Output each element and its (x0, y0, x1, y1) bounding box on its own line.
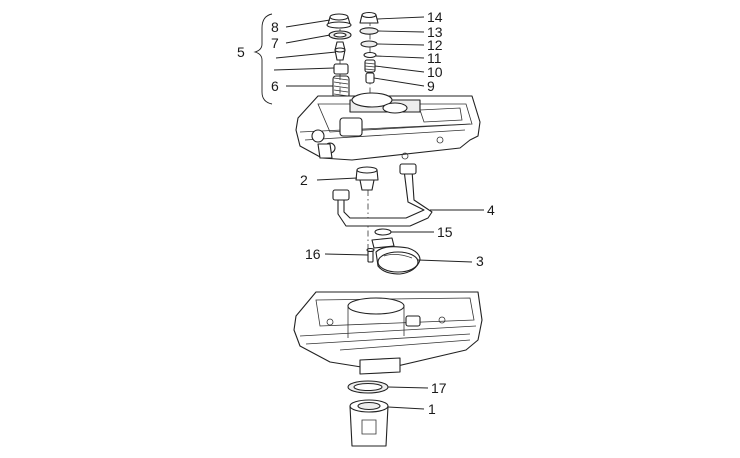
fitting-part-2 (355, 166, 379, 191)
group-bracket (253, 13, 273, 105)
callout-6: 6 (271, 78, 279, 94)
oil-sump (293, 291, 483, 375)
washer-part-13 (359, 27, 379, 35)
callout-16: 16 (305, 246, 321, 262)
oil-tube-part-4 (332, 163, 433, 227)
gasket-part-17 (347, 380, 389, 394)
leader-lines (273, 16, 484, 410)
callout-4: 4 (487, 202, 495, 218)
callout-15: 15 (437, 224, 453, 240)
valve-piston-part (334, 41, 346, 61)
washer-part-12 (360, 40, 378, 48)
callout-12: 12 (427, 37, 443, 53)
callout-7: 7 (271, 35, 279, 51)
screw-part-16 (366, 247, 375, 263)
ring-part-11 (363, 51, 377, 59)
callout-17: 17 (431, 380, 447, 396)
piston-part-9 (365, 72, 375, 84)
plug-part-14 (359, 11, 379, 24)
callout-2: 2 (300, 172, 308, 188)
callout-5: 5 (237, 44, 245, 60)
o-ring-part-15 (374, 228, 392, 236)
callout-8: 8 (271, 19, 279, 35)
callout-3: 3 (476, 253, 484, 269)
o-ring-part (328, 30, 352, 40)
callout-14: 14 (427, 9, 443, 25)
callout-10: 10 (427, 64, 443, 80)
upper-housing (295, 92, 481, 161)
strainer-part-3 (371, 237, 421, 275)
cap-part (326, 13, 352, 29)
spring-part-6 (332, 63, 350, 99)
oil-filter-part-1 (349, 399, 389, 447)
callout-1: 1 (428, 401, 436, 417)
callout-11: 11 (427, 50, 442, 66)
spring-part-10 (364, 59, 376, 73)
callout-13: 13 (427, 24, 443, 40)
callout-9: 9 (427, 78, 435, 94)
